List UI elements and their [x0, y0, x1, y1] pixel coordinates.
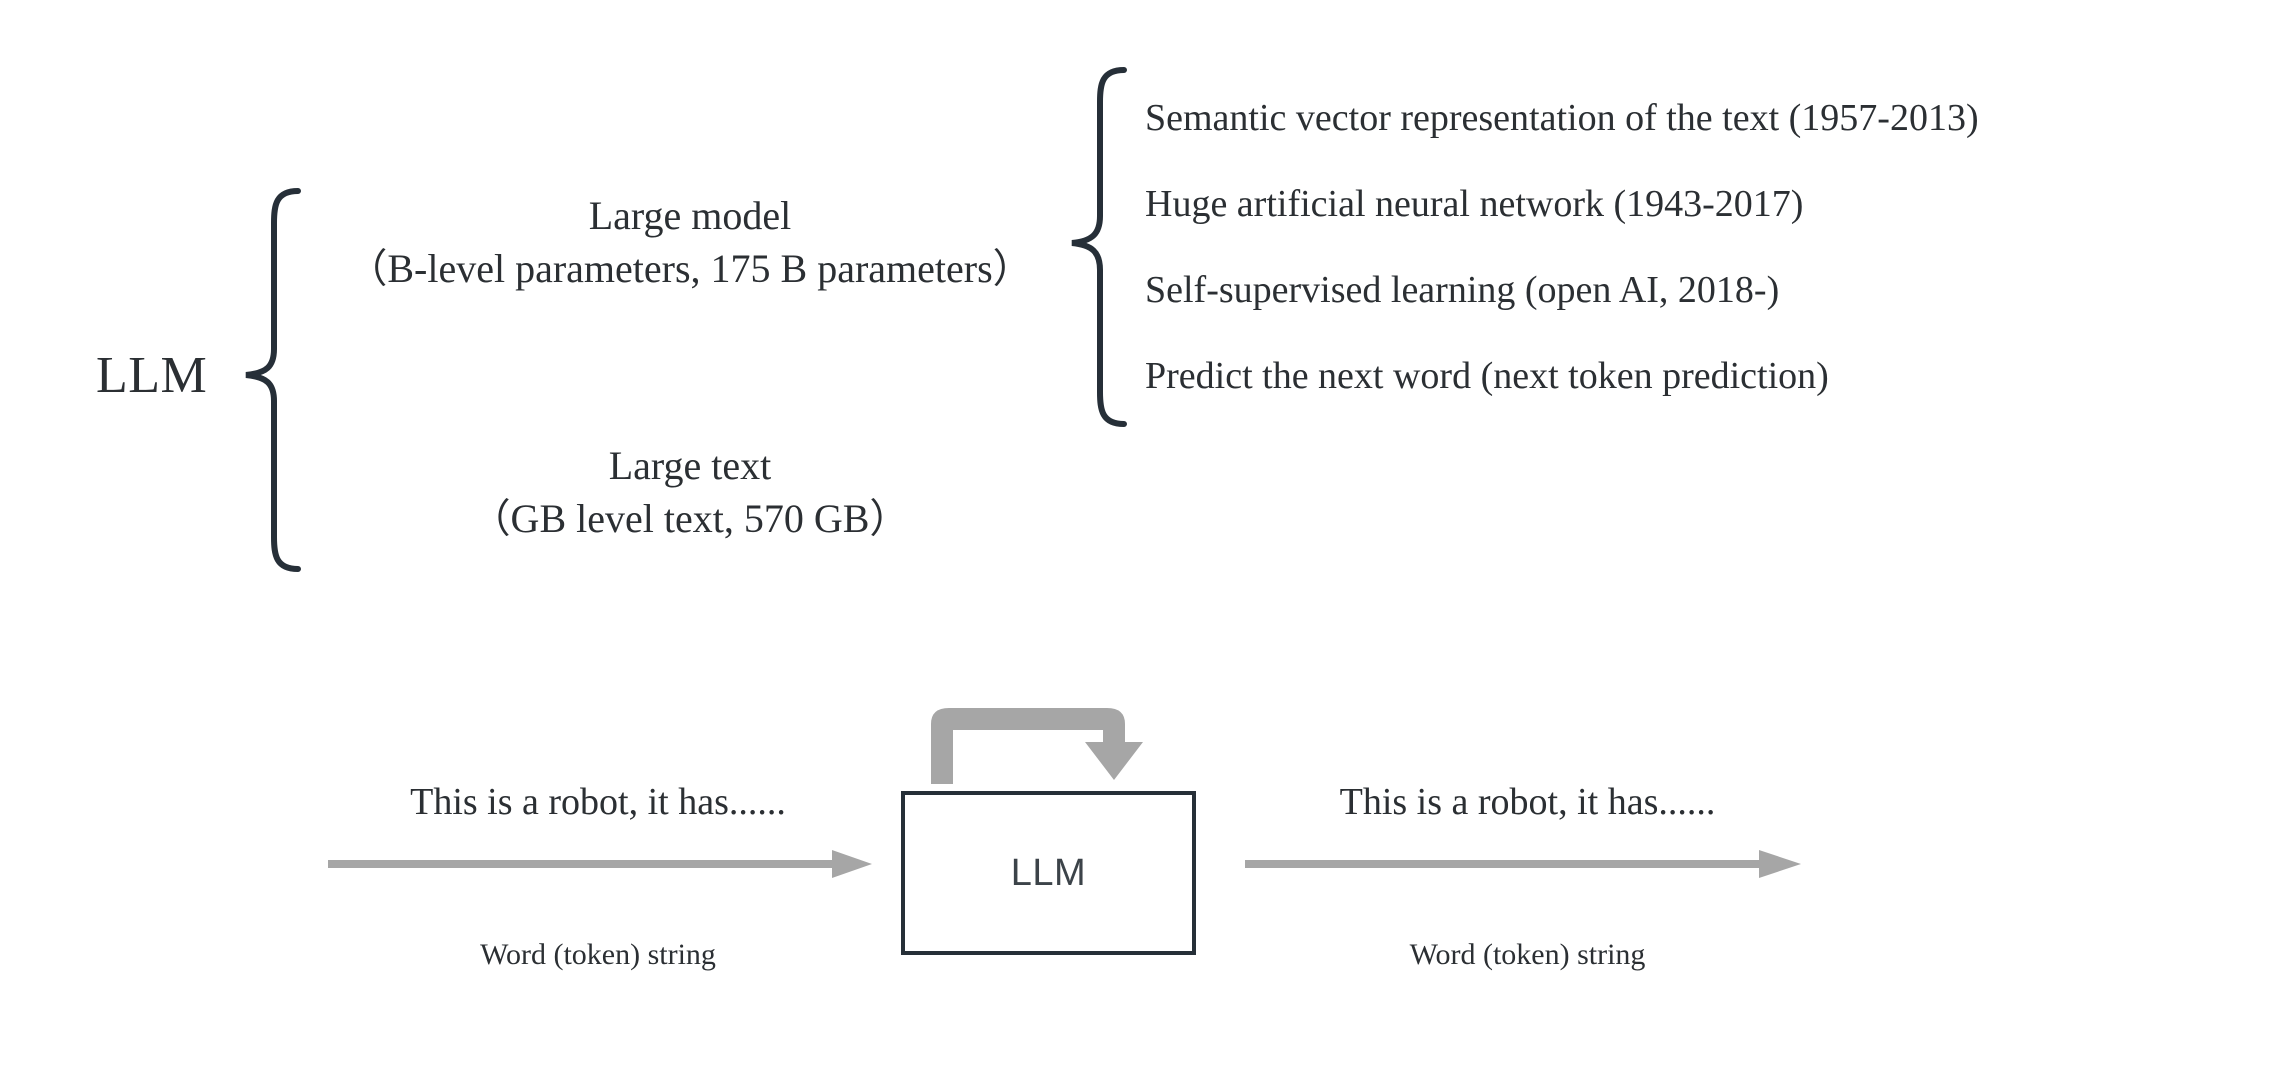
- branch-large-text-line2: （GB level text, 570 GB）: [470, 495, 910, 541]
- feature-item-0: Semantic vector representation of the te…: [1145, 97, 1979, 139]
- root-label-llm: LLM: [96, 347, 208, 404]
- branch-large-text-line1: Large text: [608, 443, 772, 488]
- output-right-arrow-icon: [1245, 850, 1801, 878]
- input-caption: This is a robot, it has......: [410, 781, 786, 823]
- branch-large-model-line1: Large model: [588, 193, 792, 238]
- brace-left-icon: [245, 188, 301, 572]
- branch-large-text: Large text （GB level text, 570 GB）: [410, 440, 970, 546]
- input-right-arrow-icon: [328, 850, 872, 878]
- recurrence-loop-arrow-icon: [931, 708, 1143, 784]
- branch-large-model: Large model （B-level parameters, 175 B p…: [330, 190, 1050, 296]
- brace-right-icon: [1071, 67, 1127, 427]
- output-sublabel: Word (token) string: [1409, 938, 1646, 971]
- output-caption: This is a robot, it has......: [1339, 781, 1716, 823]
- llm-box-label: LLM: [1010, 851, 1087, 894]
- feature-item-2: Self-supervised learning (open AI, 2018-…: [1145, 269, 1780, 311]
- llm-box: LLM: [901, 791, 1196, 955]
- feature-item-3: Predict the next word (next token predic…: [1145, 355, 1829, 397]
- input-sublabel: Word (token) string: [480, 938, 716, 971]
- branch-large-model-line2: （B-level parameters, 175 B parameters）: [347, 245, 1033, 291]
- feature-item-1: Huge artificial neural network (1943-201…: [1145, 183, 1804, 225]
